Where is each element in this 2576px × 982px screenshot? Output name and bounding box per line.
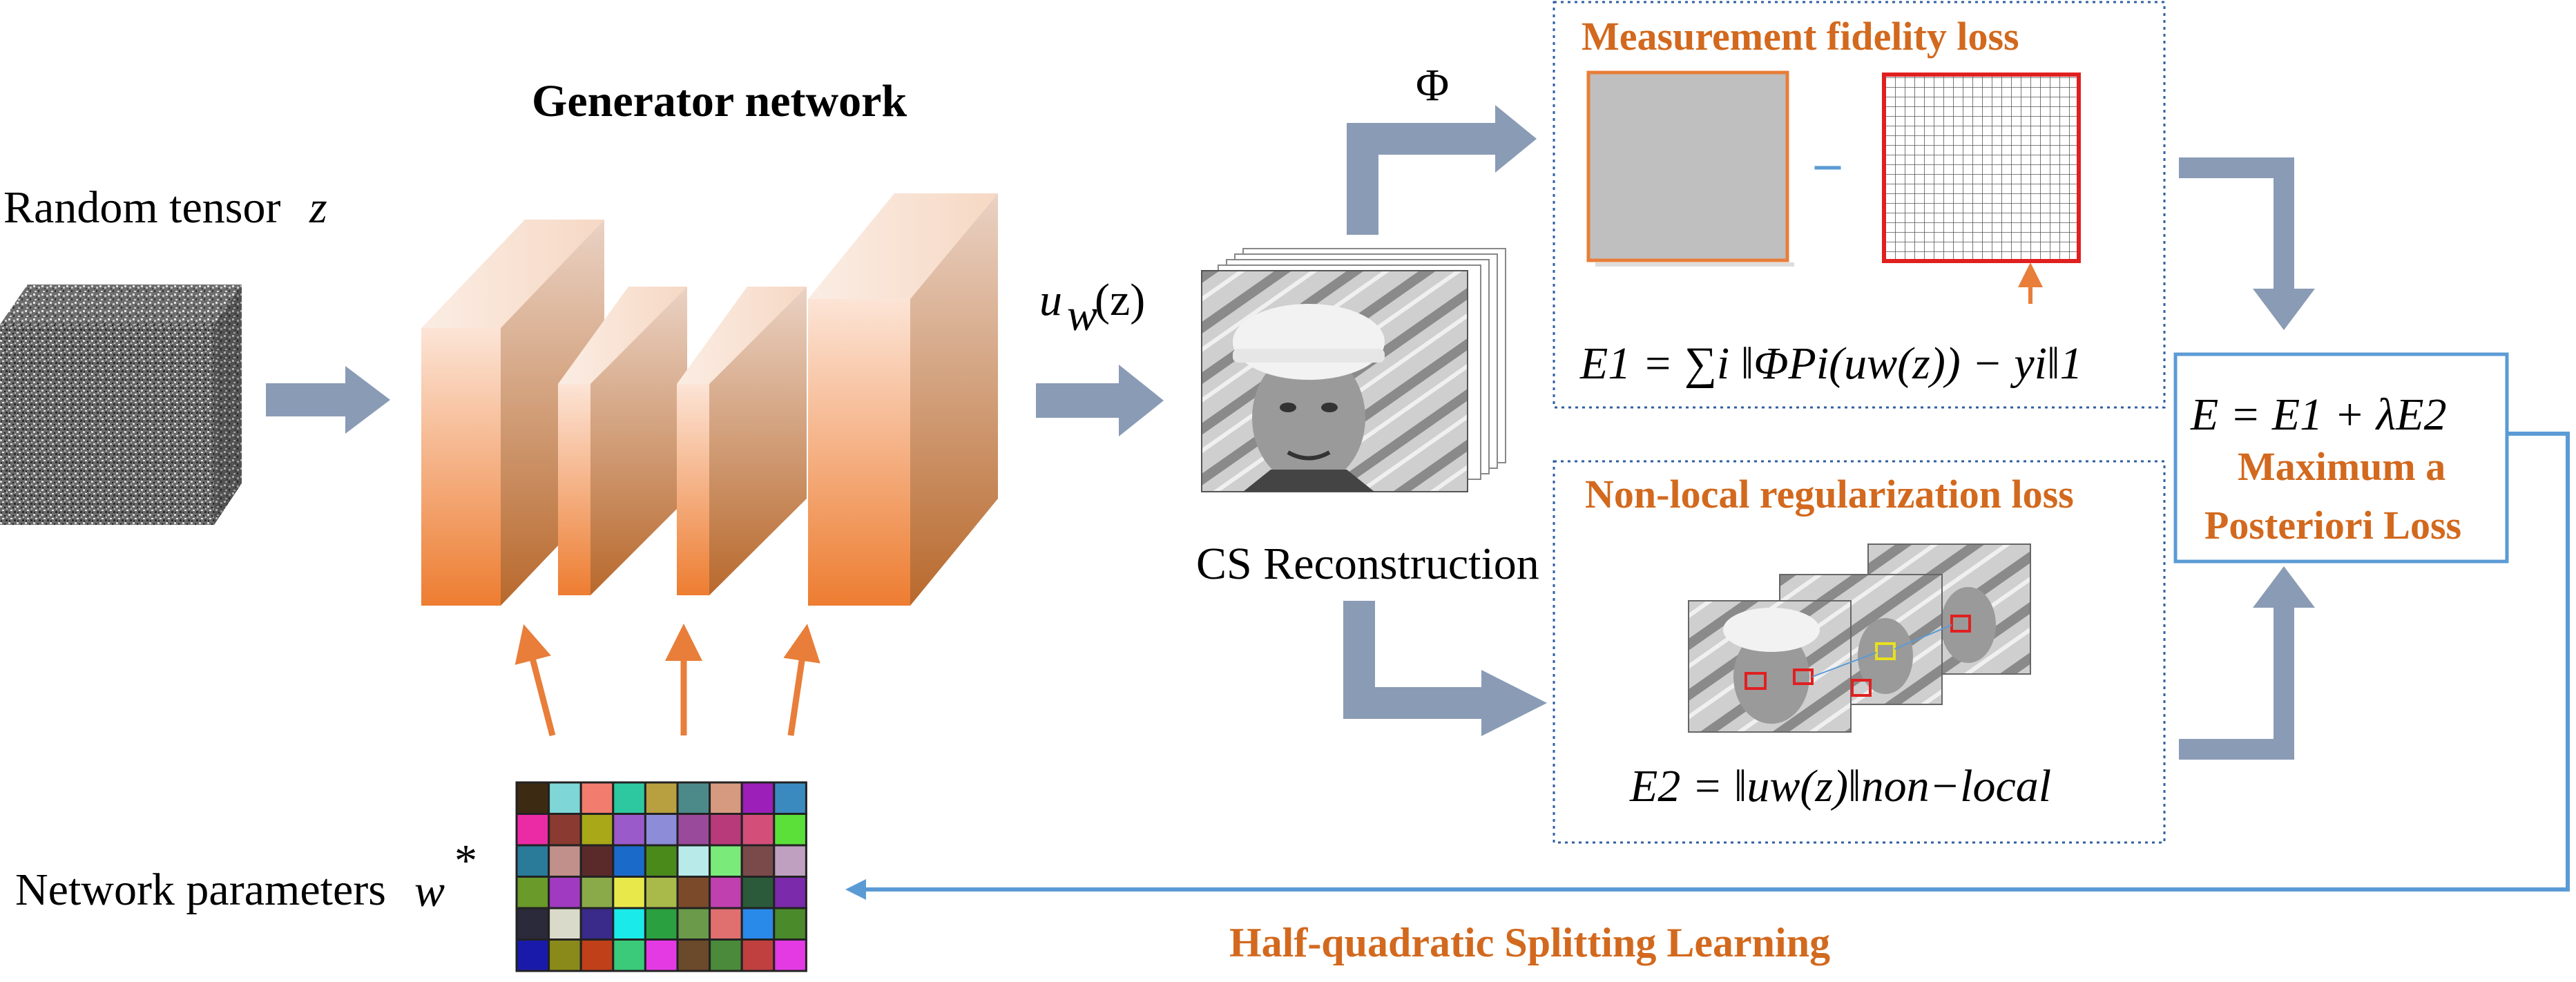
generator-network-title: Generator network	[532, 76, 907, 126]
parameter-cell	[579, 876, 615, 909]
parameter-cell	[709, 813, 743, 847]
generator-block-3	[677, 287, 807, 595]
cs-reconstruction-image-stack	[1201, 248, 1506, 492]
map-formula: E = E1 + λE2	[2190, 389, 2447, 440]
parameter-cell	[773, 844, 807, 878]
parameter-cell	[612, 938, 646, 972]
u-w-z-base: u	[1039, 275, 1062, 325]
parameter-cell	[612, 876, 646, 909]
parameter-cell	[676, 907, 711, 941]
arrow-tensor-to-generator	[266, 366, 390, 434]
parameter-cell	[515, 876, 550, 909]
arrow-nonlocal-to-map	[2179, 566, 2315, 760]
parameter-cell	[548, 907, 582, 941]
network-parameters-symbol: w	[414, 866, 445, 916]
parameter-cell	[676, 938, 711, 972]
parameter-cell	[676, 813, 711, 847]
parameter-cell	[740, 907, 776, 941]
parameter-cell	[579, 907, 615, 941]
parameter-cell	[515, 907, 550, 941]
nonlocal-image-stack	[1688, 543, 2031, 733]
measurement-minus-sign: –	[1814, 135, 1841, 191]
parameter-cell	[612, 813, 646, 847]
network-parameters-label: Network parameters	[15, 865, 386, 915]
parameter-cell	[579, 938, 615, 972]
parameter-cell	[709, 938, 743, 972]
map-loss-box	[2173, 352, 2509, 564]
parameter-cell	[548, 938, 582, 972]
parameter-cell	[709, 876, 743, 909]
parameter-cell	[579, 844, 615, 878]
measurement-loss-box	[1553, 1, 2166, 409]
parameter-cell	[612, 907, 646, 941]
random-tensor-cube	[0, 285, 242, 525]
u-w-z-argument: (z)	[1095, 275, 1145, 325]
parameter-cell	[612, 844, 646, 878]
network-parameters-superscript: *	[454, 836, 477, 886]
parameter-cell	[709, 907, 743, 941]
map-title-line2: Posteriori Loss	[2204, 503, 2461, 548]
cs-reconstruction-label: CS Reconstruction	[1196, 539, 1539, 589]
arrow-to-nonlocal-loss	[1343, 601, 1547, 736]
parameter-cell	[773, 938, 807, 972]
nonlocal-loss-box	[1553, 460, 2166, 844]
parameter-cell	[515, 813, 550, 847]
parameter-cell	[644, 907, 679, 941]
hqs-feedback-line	[845, 432, 2570, 900]
u-w-z-subscript: w	[1067, 290, 1097, 340]
parameter-cell	[676, 844, 711, 878]
parameter-cell	[740, 781, 776, 815]
parameter-cell	[773, 876, 807, 909]
arrow-measurement-to-map	[2179, 157, 2315, 330]
parameter-cell	[644, 781, 679, 815]
u-w-z-label: u w (z)	[1039, 275, 1145, 340]
parameter-cell	[676, 876, 711, 909]
parameter-cell	[773, 813, 807, 847]
e2-formula: E2 = ‖uw(z)‖non−local	[1629, 761, 2051, 811]
parameter-cell	[515, 781, 550, 815]
parameter-cell	[709, 844, 743, 878]
random-tensor-symbol: z	[309, 182, 327, 233]
measurement-gray-image	[1586, 70, 1789, 262]
random-tensor-label: Random tensor	[3, 182, 280, 233]
parameter-cell	[644, 813, 679, 847]
parameter-cell	[612, 781, 646, 815]
parameter-cell	[548, 781, 582, 815]
param-arrow-1	[515, 624, 556, 737]
measurement-grid-image	[1882, 73, 2081, 263]
parameter-cell	[773, 781, 807, 815]
generator-block-2	[558, 287, 687, 595]
parameter-cell	[579, 813, 615, 847]
parameter-cell	[644, 938, 679, 972]
phi-label: Φ	[1416, 60, 1449, 110]
parameter-grid	[515, 781, 807, 972]
parameter-cell	[709, 781, 743, 815]
e1-formula: E1 = ∑i ‖ΦPi(uw(z)) − yi‖1	[1579, 338, 2082, 389]
parameter-cell	[515, 938, 550, 972]
parameter-cell	[740, 844, 776, 878]
arrow-generator-to-reconstruction	[1036, 365, 1164, 436]
parameter-cell	[548, 844, 582, 878]
measurement-gray-image-shadow	[1595, 262, 1794, 267]
measurement-loss-title: Measurement fidelity loss	[1582, 14, 2019, 59]
parameter-cell	[676, 781, 711, 815]
generator-block-4	[808, 193, 998, 606]
parameter-cell	[515, 844, 550, 878]
parameter-cell	[773, 907, 807, 941]
parameter-cell	[644, 876, 679, 909]
arrow-to-measurement-loss	[1347, 105, 1537, 235]
parameter-cell	[548, 876, 582, 909]
parameter-cell	[740, 938, 776, 972]
parameter-cell	[644, 844, 679, 878]
parameter-cell	[548, 813, 582, 847]
parameter-cell	[740, 813, 776, 847]
map-title-line1: Maximum a	[2238, 444, 2445, 489]
parameter-cell	[740, 876, 776, 909]
hqs-learning-label: Half-quadratic Splitting Learning	[1229, 920, 1830, 965]
parameter-cell	[579, 781, 615, 815]
param-arrow-3	[783, 624, 820, 736]
nonlocal-loss-title: Non-local regularization loss	[1585, 472, 2074, 517]
